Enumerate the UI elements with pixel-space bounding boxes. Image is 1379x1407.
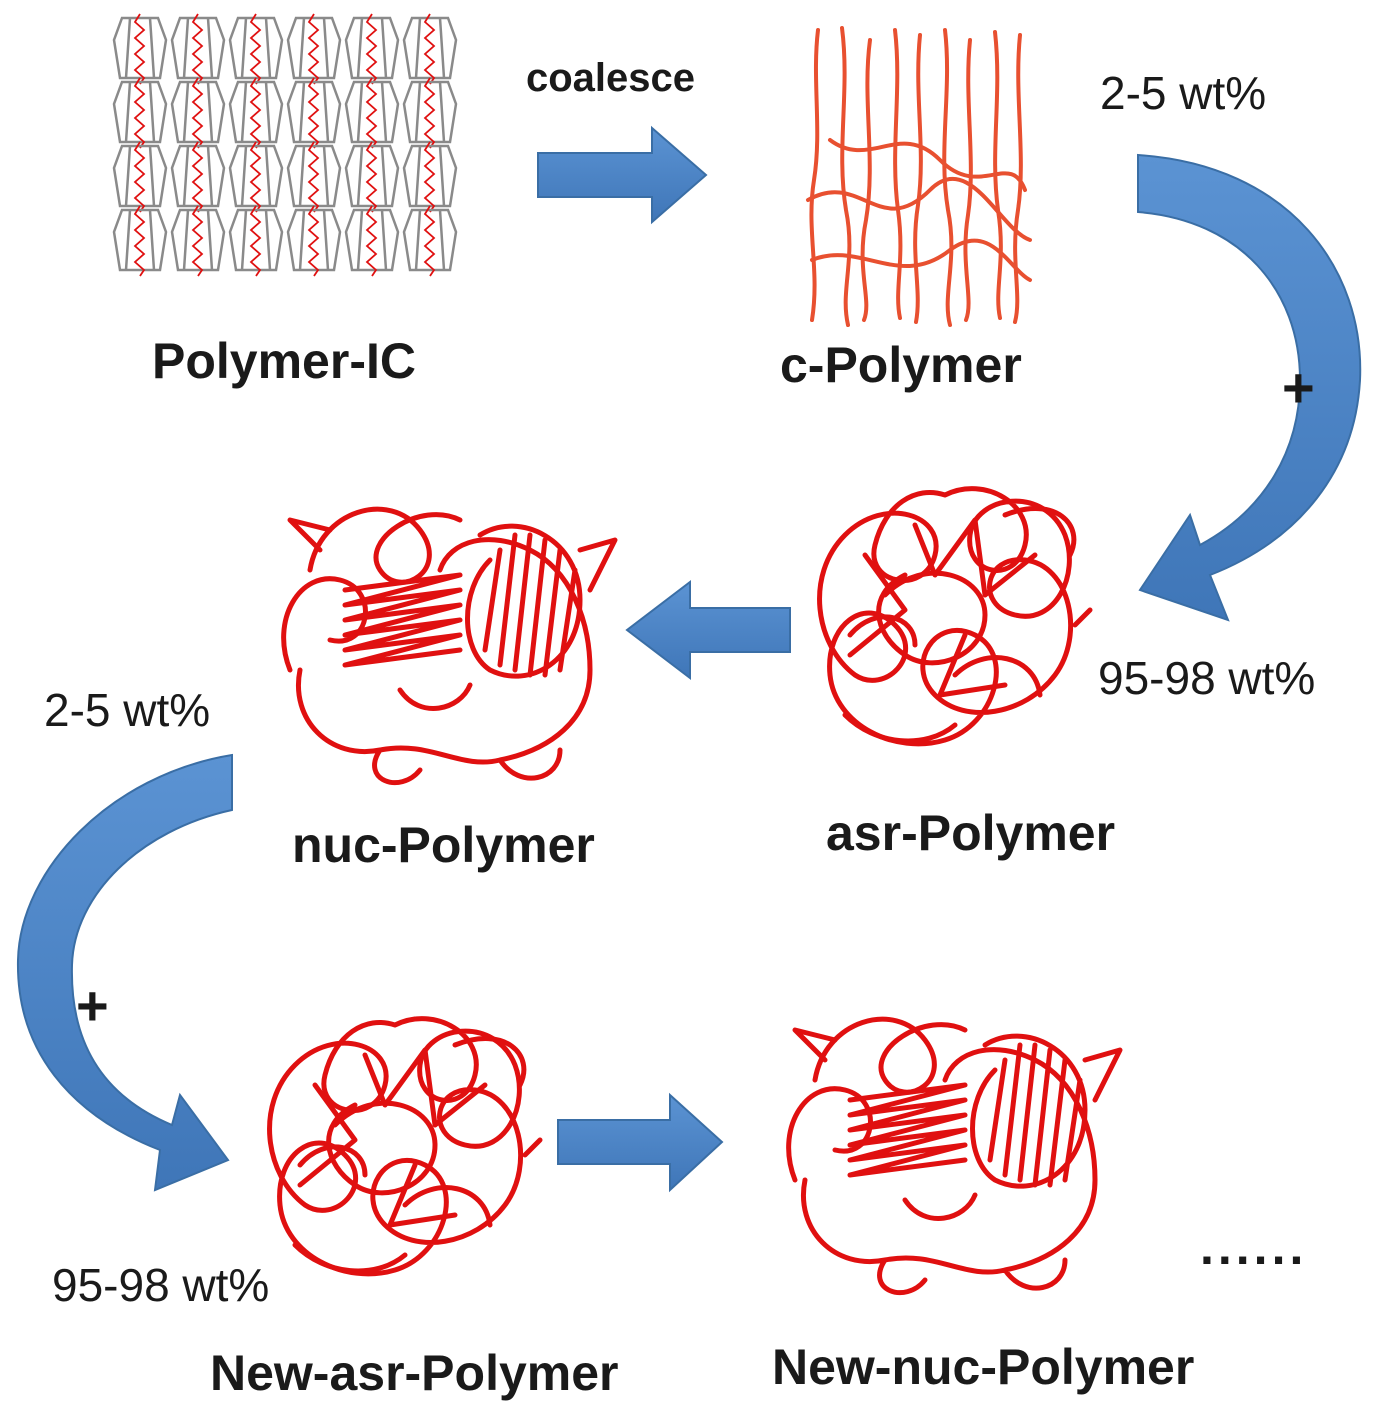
arrow-curved-right [1137, 153, 1362, 622]
label-nuc-polymer: nuc-Polymer [292, 817, 595, 873]
label-polymer-ic: Polymer-IC [152, 333, 416, 389]
label-coalesce: coalesce [526, 56, 696, 100]
label-wt-top-right: 2-5 wt% [1100, 67, 1267, 119]
label-c-polymer: c-Polymer [780, 337, 1022, 393]
arrow-curved-left [16, 753, 233, 1192]
new-asr-polymer-graphic [270, 1019, 540, 1274]
c-polymer-graphic [806, 26, 1032, 327]
label-wt-mid-left: 2-5 wt% [44, 684, 211, 736]
arrow-asr-to-nuc [625, 579, 791, 681]
arrow-coalesce [537, 125, 708, 225]
label-continuation: ...... [1200, 1219, 1308, 1275]
new-nuc-polymer-graphic [789, 1019, 1120, 1292]
label-new-nuc-polymer: New-nuc-Polymer [772, 1339, 1195, 1395]
label-plus-right: + [1282, 356, 1315, 419]
label-wt-bottom-left: 95-98 wt% [52, 1259, 270, 1311]
arrow-new-asr-to-new-nuc [557, 1092, 724, 1193]
asr-polymer-graphic [820, 489, 1090, 744]
nuc-polymer-graphic [284, 509, 615, 782]
label-asr-polymer: asr-Polymer [826, 805, 1116, 861]
label-new-asr-polymer: New-asr-Polymer [210, 1345, 619, 1401]
label-wt-mid-right: 95-98 wt% [1098, 652, 1316, 704]
label-plus-left: + [76, 974, 109, 1037]
polymer-ic-graphic [112, 12, 458, 278]
